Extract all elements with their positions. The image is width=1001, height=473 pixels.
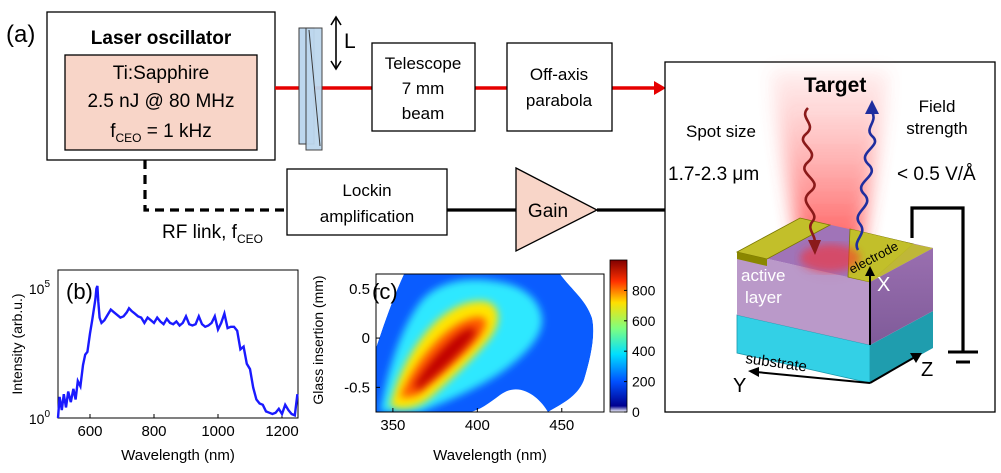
oscillator-inner-box xyxy=(64,54,258,151)
field-strength-value: < 0.5 V/Å xyxy=(897,164,976,185)
telescope-line3: beam xyxy=(402,104,445,123)
chart-c-ticks: 350 400 450 -0.5 0 0.5 xyxy=(344,281,574,434)
colorbar xyxy=(609,259,628,413)
axis-x-label: X xyxy=(877,274,890,296)
chart-b-ytick-bottom: 100 xyxy=(29,409,51,427)
chart-c-xtick-label: 450 xyxy=(549,417,574,434)
electrode-left xyxy=(735,217,832,260)
chart-c: 350 400 450 -0.5 0 0.5 (c) Wavelength (nm) Gl… xyxy=(310,259,656,464)
gain-triangle xyxy=(515,166,599,253)
chart-c-xtick-label: 400 xyxy=(465,417,490,434)
lockin-line2: amplification xyxy=(320,207,415,226)
chart-b-xlabel: Wavelength (nm) xyxy=(121,447,235,464)
rf-link-dashed-line xyxy=(143,160,287,212)
colorbar-tick-label: 600 xyxy=(632,313,656,329)
axis-x-arrowhead xyxy=(865,266,875,276)
chart-b-xtick-label: 1000 xyxy=(201,423,234,440)
chart-b-plot-area xyxy=(57,269,299,419)
chart-b-xtick-label: 600 xyxy=(77,423,102,440)
active-layer-label2: layer xyxy=(745,288,782,307)
chart-b: 600 800 1000 1200 (b) 105 100 Wavelength (n… xyxy=(9,269,299,464)
lockin-line1: Lockin xyxy=(342,181,391,200)
telescope-box xyxy=(371,42,476,132)
ground-wire xyxy=(910,206,965,352)
electrode-left-front xyxy=(737,252,767,266)
field-strength-label2: strength xyxy=(906,119,967,138)
lockin-box xyxy=(286,168,448,236)
colorbar-tick-label: 800 xyxy=(632,282,656,298)
heatmap-field xyxy=(376,274,604,412)
rf-link-label: RF link, fCEO xyxy=(162,222,263,246)
colorbar-ticks: 0 200 400 600 800 xyxy=(624,282,656,420)
chart-c-frame xyxy=(375,273,605,413)
active-layer-side xyxy=(870,248,933,345)
colorbar-tick-label: 200 xyxy=(632,374,656,390)
oscillator-line1: Ti:Sapphire xyxy=(113,63,209,84)
parabola-box xyxy=(506,42,613,132)
colorbar-tick-label: 400 xyxy=(632,343,656,359)
chart-c-xlabel: Wavelength (nm) xyxy=(433,447,547,464)
axis-z-arrowhead xyxy=(910,353,922,363)
spot-size-label: Spot size xyxy=(686,122,756,141)
chart-c-ytick-label: 0.5 xyxy=(349,281,370,298)
oscillator-line2: 2.5 nJ @ 80 MHz xyxy=(87,91,234,112)
substrate-side xyxy=(870,311,933,383)
panel-a-label: (a) xyxy=(6,21,35,48)
chart-c-ytick-label: -0.5 xyxy=(344,379,370,396)
spectrum-line xyxy=(56,285,299,419)
axis-y-line xyxy=(755,371,871,384)
chart-b-ticks: 600 800 1000 1200 xyxy=(77,414,299,440)
glass-wedge-2 xyxy=(305,27,323,151)
colorbar-tick-label: 0 xyxy=(632,404,640,420)
parabola-line1: Off-axis xyxy=(530,65,588,84)
chart-b-ytick-top: 105 xyxy=(29,279,51,297)
oscillator-fceo: fCEO = 1 kHz xyxy=(110,121,212,145)
chart-c-ytick-label: 0 xyxy=(362,330,370,347)
axis-z-line xyxy=(869,356,916,384)
incoming-pulse xyxy=(801,107,817,247)
axis-y-arrowhead xyxy=(748,367,759,377)
panel-c-label: (c) xyxy=(372,279,398,304)
wedge-label: L xyxy=(344,30,356,53)
chart-b-ylabel: Intensity (arb.u.) xyxy=(9,293,25,394)
gain-label: Gain xyxy=(528,201,568,222)
oscillator-title: Laser oscillator xyxy=(91,28,232,49)
outgoing-pulse-head xyxy=(865,100,879,114)
chart-b-xtick-label: 800 xyxy=(141,423,166,440)
chart-b-xtick-label: 1200 xyxy=(265,423,298,440)
wedge-arrow-top xyxy=(330,15,342,26)
panel-b-label: (b) xyxy=(66,279,93,304)
active-layer-front xyxy=(737,252,870,345)
telescope-line1: Telescope xyxy=(385,54,462,73)
target-device xyxy=(735,217,933,384)
chart-c-xtick-label: 350 xyxy=(380,417,405,434)
wedge-arrow-bottom xyxy=(330,60,342,71)
outgoing-pulse xyxy=(855,111,877,251)
axis-y-label: Y xyxy=(733,375,746,397)
glass-wedge-interface xyxy=(308,29,321,147)
telescope-line2: 7 mm xyxy=(402,79,445,98)
active-layer-label1: active xyxy=(741,266,785,285)
spot-size-value: 1.7-2.3 μm xyxy=(668,164,759,185)
field-strength-label1: Field xyxy=(919,97,956,116)
heatmap-red-ridge xyxy=(414,328,476,390)
target-title: Target xyxy=(804,74,867,97)
laser-beam-arrowhead xyxy=(654,81,666,95)
chart-c-ylabel: Glass insertion (mm) xyxy=(310,275,326,404)
incoming-pulse-head xyxy=(808,240,821,255)
axis-z-label: Z xyxy=(921,359,933,381)
parabola-line2: parabola xyxy=(526,91,593,110)
heatmap-white-topleft xyxy=(376,274,404,348)
heatmap-white-right xyxy=(548,274,604,412)
